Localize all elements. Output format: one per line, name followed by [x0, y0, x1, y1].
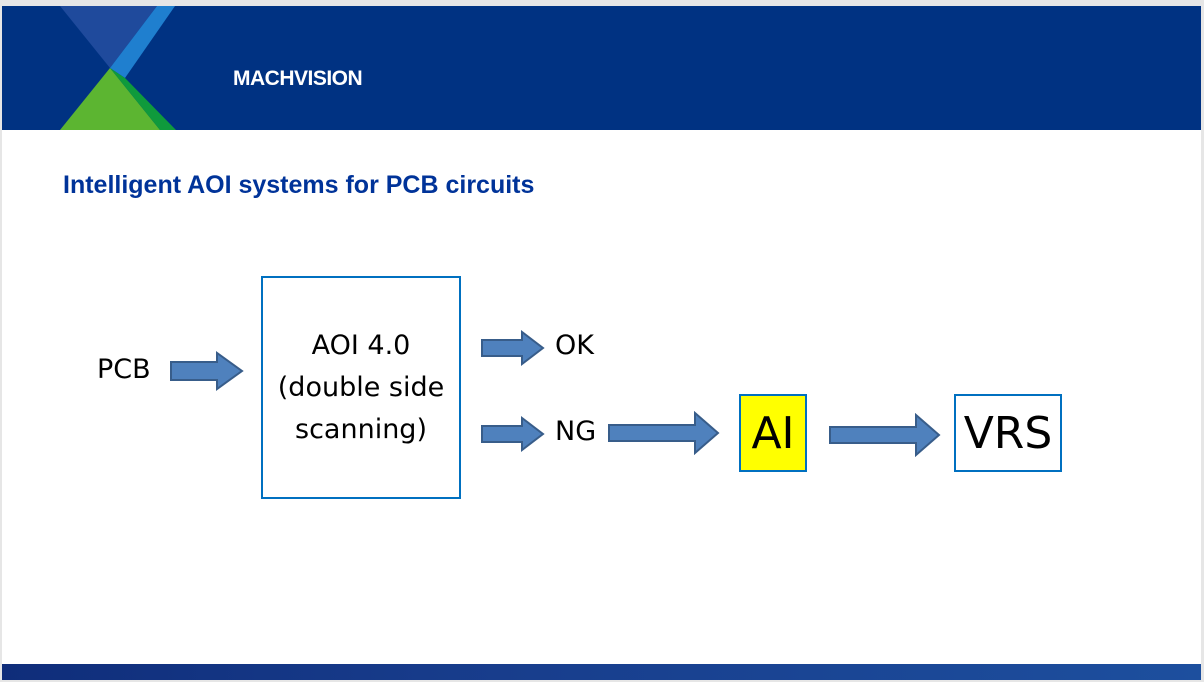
- ai-box: AI: [739, 394, 807, 472]
- right-arrow-icon: [481, 416, 545, 452]
- aoi-box-line1: AOI 4.0: [311, 329, 411, 361]
- machvision-logo-icon: [60, 6, 176, 130]
- slide-title: Intelligent AOI systems for PCB circuits: [63, 171, 535, 199]
- brand-name: MACHVISION: [233, 67, 363, 90]
- process-flow-diagram: PCB AOI 4.0 (double side scanning) OK NG…: [2, 6, 1201, 680]
- pcb-label: PCB: [97, 354, 151, 385]
- ok-label: OK: [555, 330, 594, 361]
- aoi-box: AOI 4.0 (double side scanning): [261, 276, 461, 499]
- aoi-box-line3: scanning): [295, 413, 427, 445]
- ai-box-label: AI: [751, 407, 795, 459]
- ng-label: NG: [555, 416, 597, 447]
- header-banner: MACHVISION: [2, 6, 1201, 130]
- right-arrow-icon: [170, 351, 244, 391]
- right-arrow-icon: [608, 411, 720, 455]
- right-arrow-icon: [829, 413, 941, 457]
- aoi-box-line2: (double side: [277, 371, 445, 403]
- footer-bar: [2, 664, 1201, 680]
- right-arrow-icon: [481, 330, 545, 366]
- vrs-box-label: VRS: [963, 407, 1053, 459]
- slide: MACHVISION Intelligent AOI systems for P…: [2, 6, 1201, 680]
- vrs-box: VRS: [954, 394, 1062, 472]
